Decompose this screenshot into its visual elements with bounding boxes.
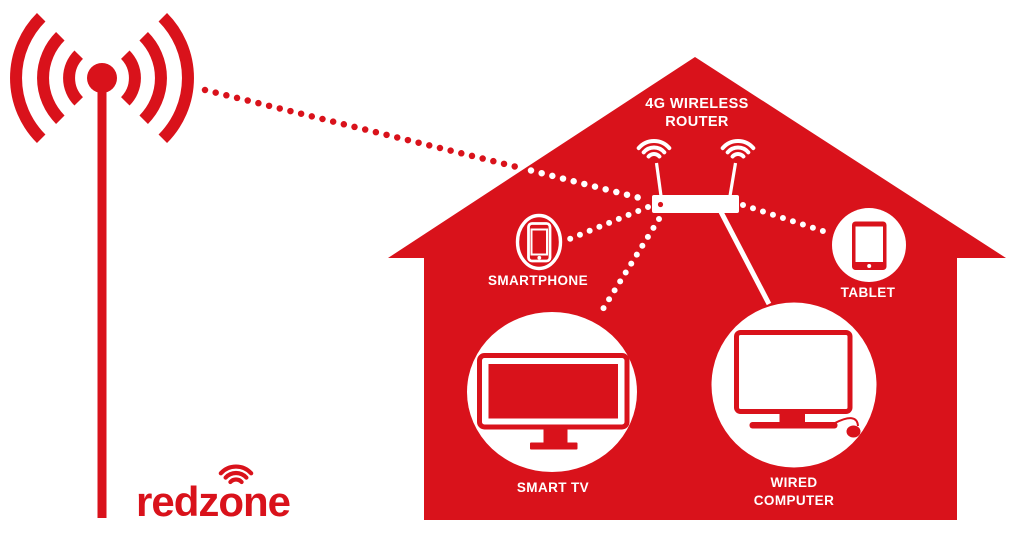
tablet-icon (852, 221, 887, 270)
tablet-device: TABLET (832, 208, 906, 300)
smart-tv-label: SMART TV (517, 480, 589, 495)
tablet-label: TABLET (841, 285, 896, 300)
router-wifi-right-icon (720, 138, 756, 159)
router-antenna-left (654, 162, 663, 197)
link-tower-to-router-dotted-outside (201, 86, 529, 173)
wired-computer-label-line2: COMPUTER (754, 493, 834, 508)
link-router-to-computer-cable (718, 210, 772, 306)
logo-text: redzone (136, 478, 290, 525)
link-tower-to-router-dotted-inside (527, 167, 652, 204)
tower-antenna-ball (87, 63, 117, 93)
cell-tower-icon (10, 12, 194, 518)
wired-computer-label-line1: WIRED (771, 475, 818, 490)
logo-wifi-icon (218, 464, 254, 485)
wireless-router-icon: 4G WIRELESS ROUTER (636, 96, 756, 213)
radio-waves-left-icon (10, 12, 84, 144)
mouse-icon (846, 425, 861, 438)
radio-waves-right-icon (120, 12, 194, 144)
router-led (657, 201, 664, 208)
router-antenna-right (728, 162, 738, 197)
router-label-line1: 4G WIRELESS (645, 96, 749, 112)
link-router-to-smartphone-dotted (564, 204, 651, 243)
smart-tv-device: SMART TV (467, 312, 637, 495)
redzone-logo: redzone (136, 464, 291, 525)
wired-computer-device: WIRED COMPUTER (711, 302, 877, 508)
desktop-computer-icon (734, 330, 861, 438)
router-wifi-left-icon (636, 138, 672, 159)
smartphone-label: SMARTPHONE (488, 273, 588, 288)
smartphone-circle (515, 213, 563, 271)
smart-tv-icon (477, 353, 630, 450)
smartphone-device: SMARTPHONE (488, 213, 588, 288)
mouse-cable (834, 417, 859, 427)
router-body (652, 195, 739, 213)
tower-mast (97, 78, 107, 518)
router-label-line2: ROUTER (665, 114, 729, 130)
link-router-to-smart-tv-dotted (595, 216, 662, 320)
smartphone-icon (527, 222, 552, 263)
